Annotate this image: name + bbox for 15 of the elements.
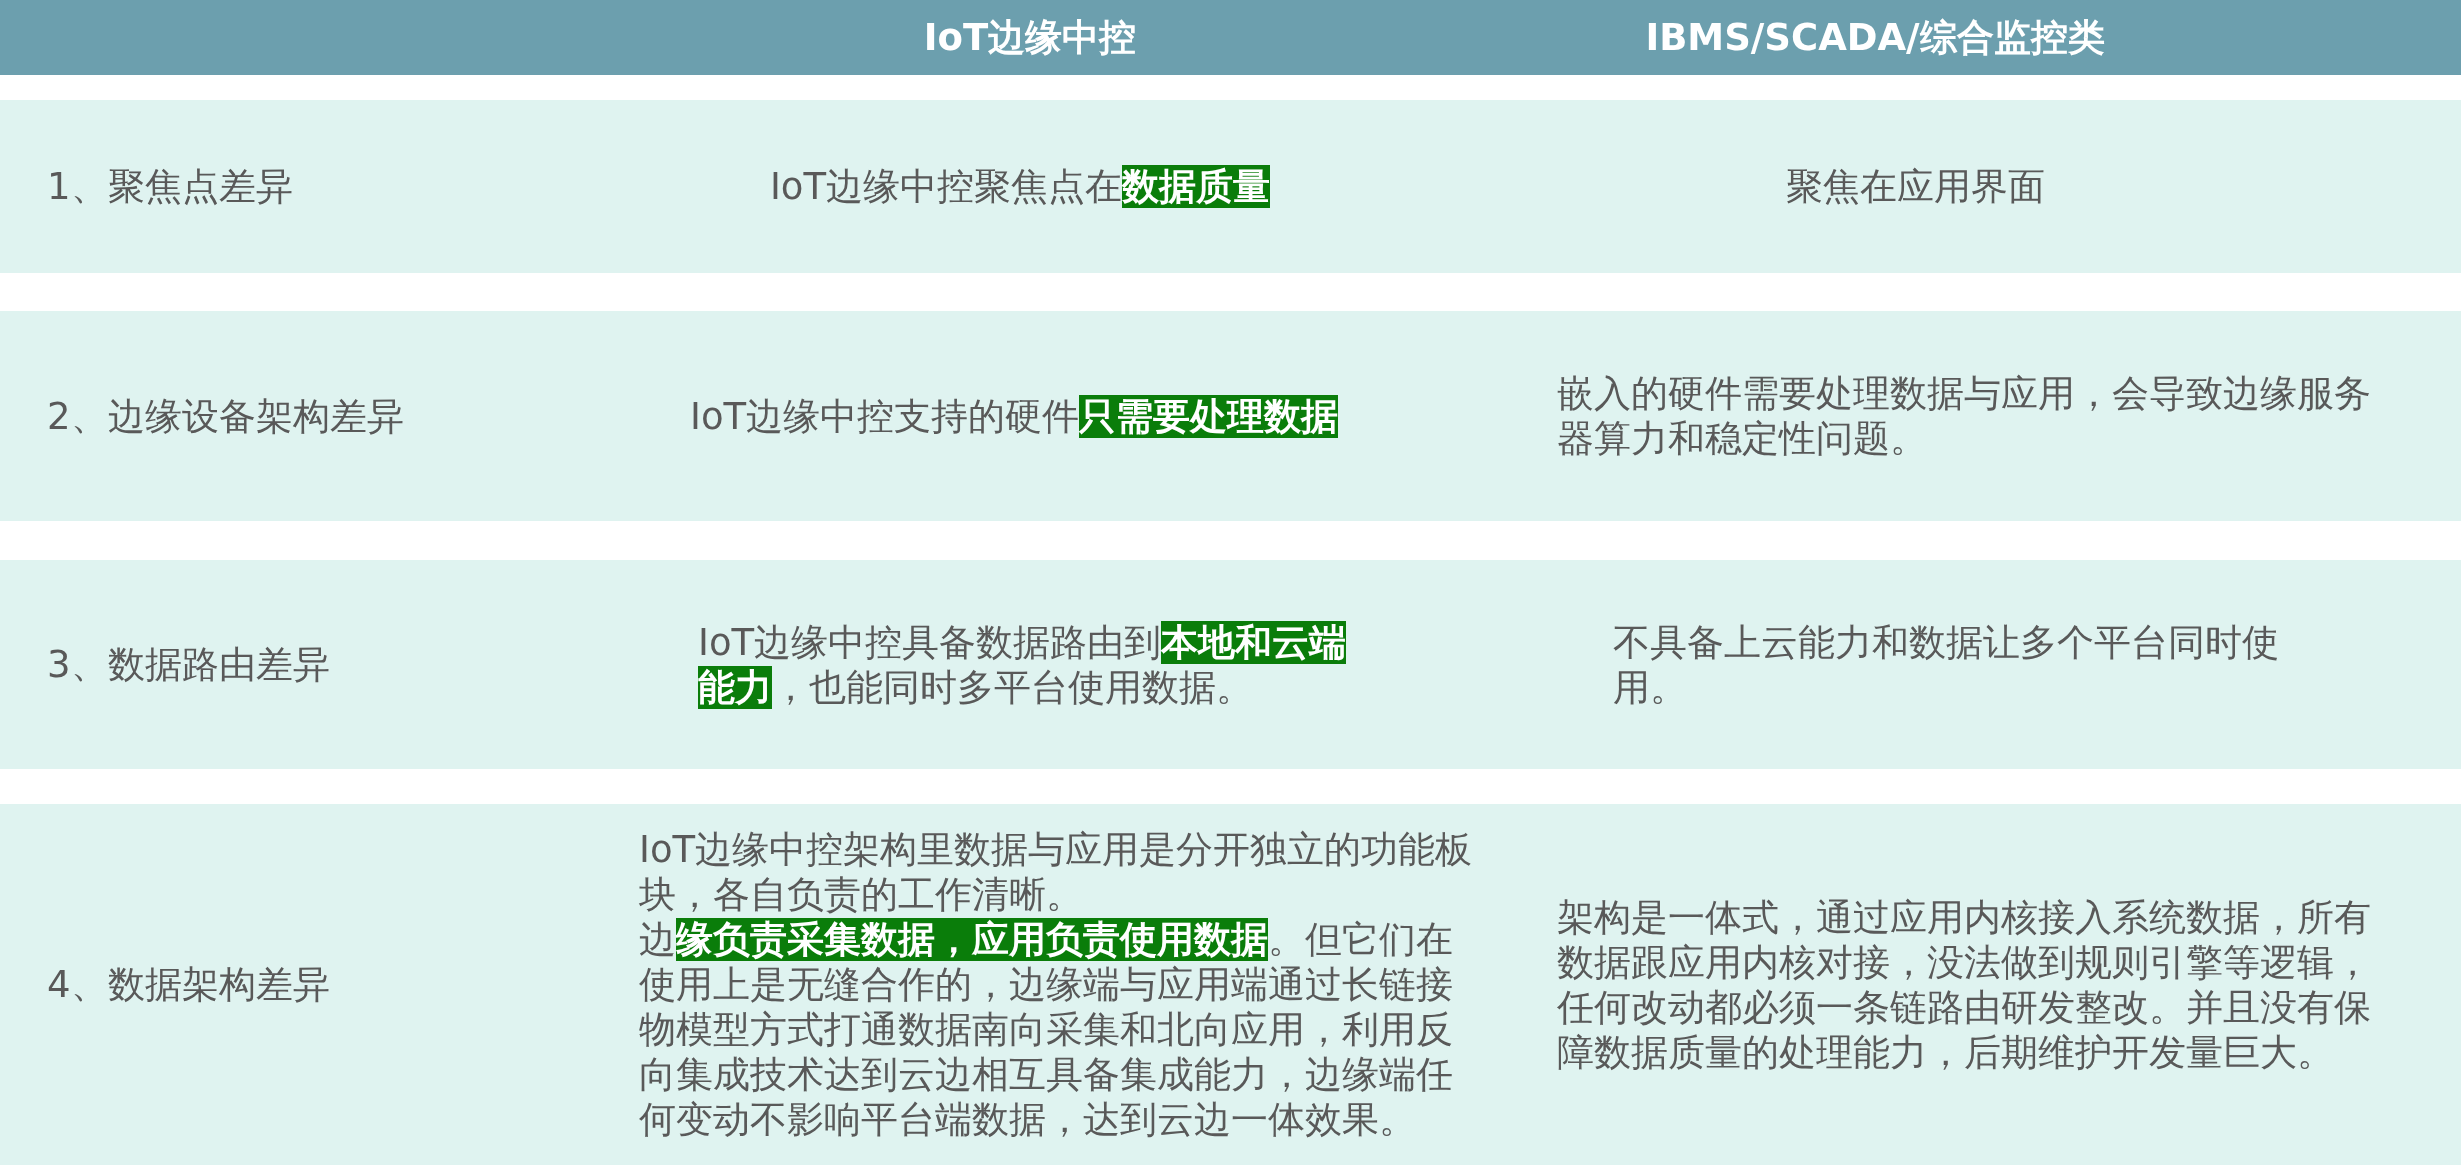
comparison-text: 不具备上云能力和数据让多个平台同时使用。: [1613, 619, 2280, 710]
comparison-text: IoT边缘中控架构里数据与应用是分开独立的功能板块，各自负责的工作清晰。: [639, 827, 1474, 917]
comparison-text: 嵌入的硬件需要处理数据与应用，会导致边缘服务器算力和稳定性问题。: [1557, 371, 2372, 461]
row-heading: 1、聚焦点差异: [47, 164, 293, 209]
column-heading: IBMS/SCADA/综合监控类: [1645, 15, 2105, 60]
comparison-text: IoT边缘中控聚焦点在数据质量: [769, 164, 1271, 209]
comparison-text: 聚焦在应用界面: [1785, 164, 2045, 209]
comparison-text: 架构是一体式，通过应用内核接入系统数据，所有数据跟应用内核对接，没法做到规则引擎等逻辑，任何改动都必须一条链路由研发整改。并且没有保障数据质量的处理能力，后期维护开发量巨大。: [1557, 894, 2372, 1075]
comparison-text: IoT边缘中控支持的硬件只需要处理数据: [690, 393, 1339, 439]
column-heading: IoT边缘中控: [923, 15, 1137, 60]
comparison-text: 边缘负责采集数据，应用负责使用数据。但它们在使用上是无缝合作的，边缘端与应用端通过长链接物模型方式打通数据南向采集和北向应用，利用反向集成技术达到云边相互具备集成能力，边缘端任何变动不影响平台端数据，达到云边一体效果。: [639, 917, 1454, 1142]
row-heading: 2、边缘设备架构差异: [47, 393, 404, 439]
row-heading: 3、数据路由差异: [47, 642, 330, 687]
comparison-text: IoT边缘中控具备数据路由到本地和云端能力，也能同时多平台使用数据。: [698, 619, 1348, 710]
row-heading: 4、数据架构差异: [47, 962, 330, 1007]
